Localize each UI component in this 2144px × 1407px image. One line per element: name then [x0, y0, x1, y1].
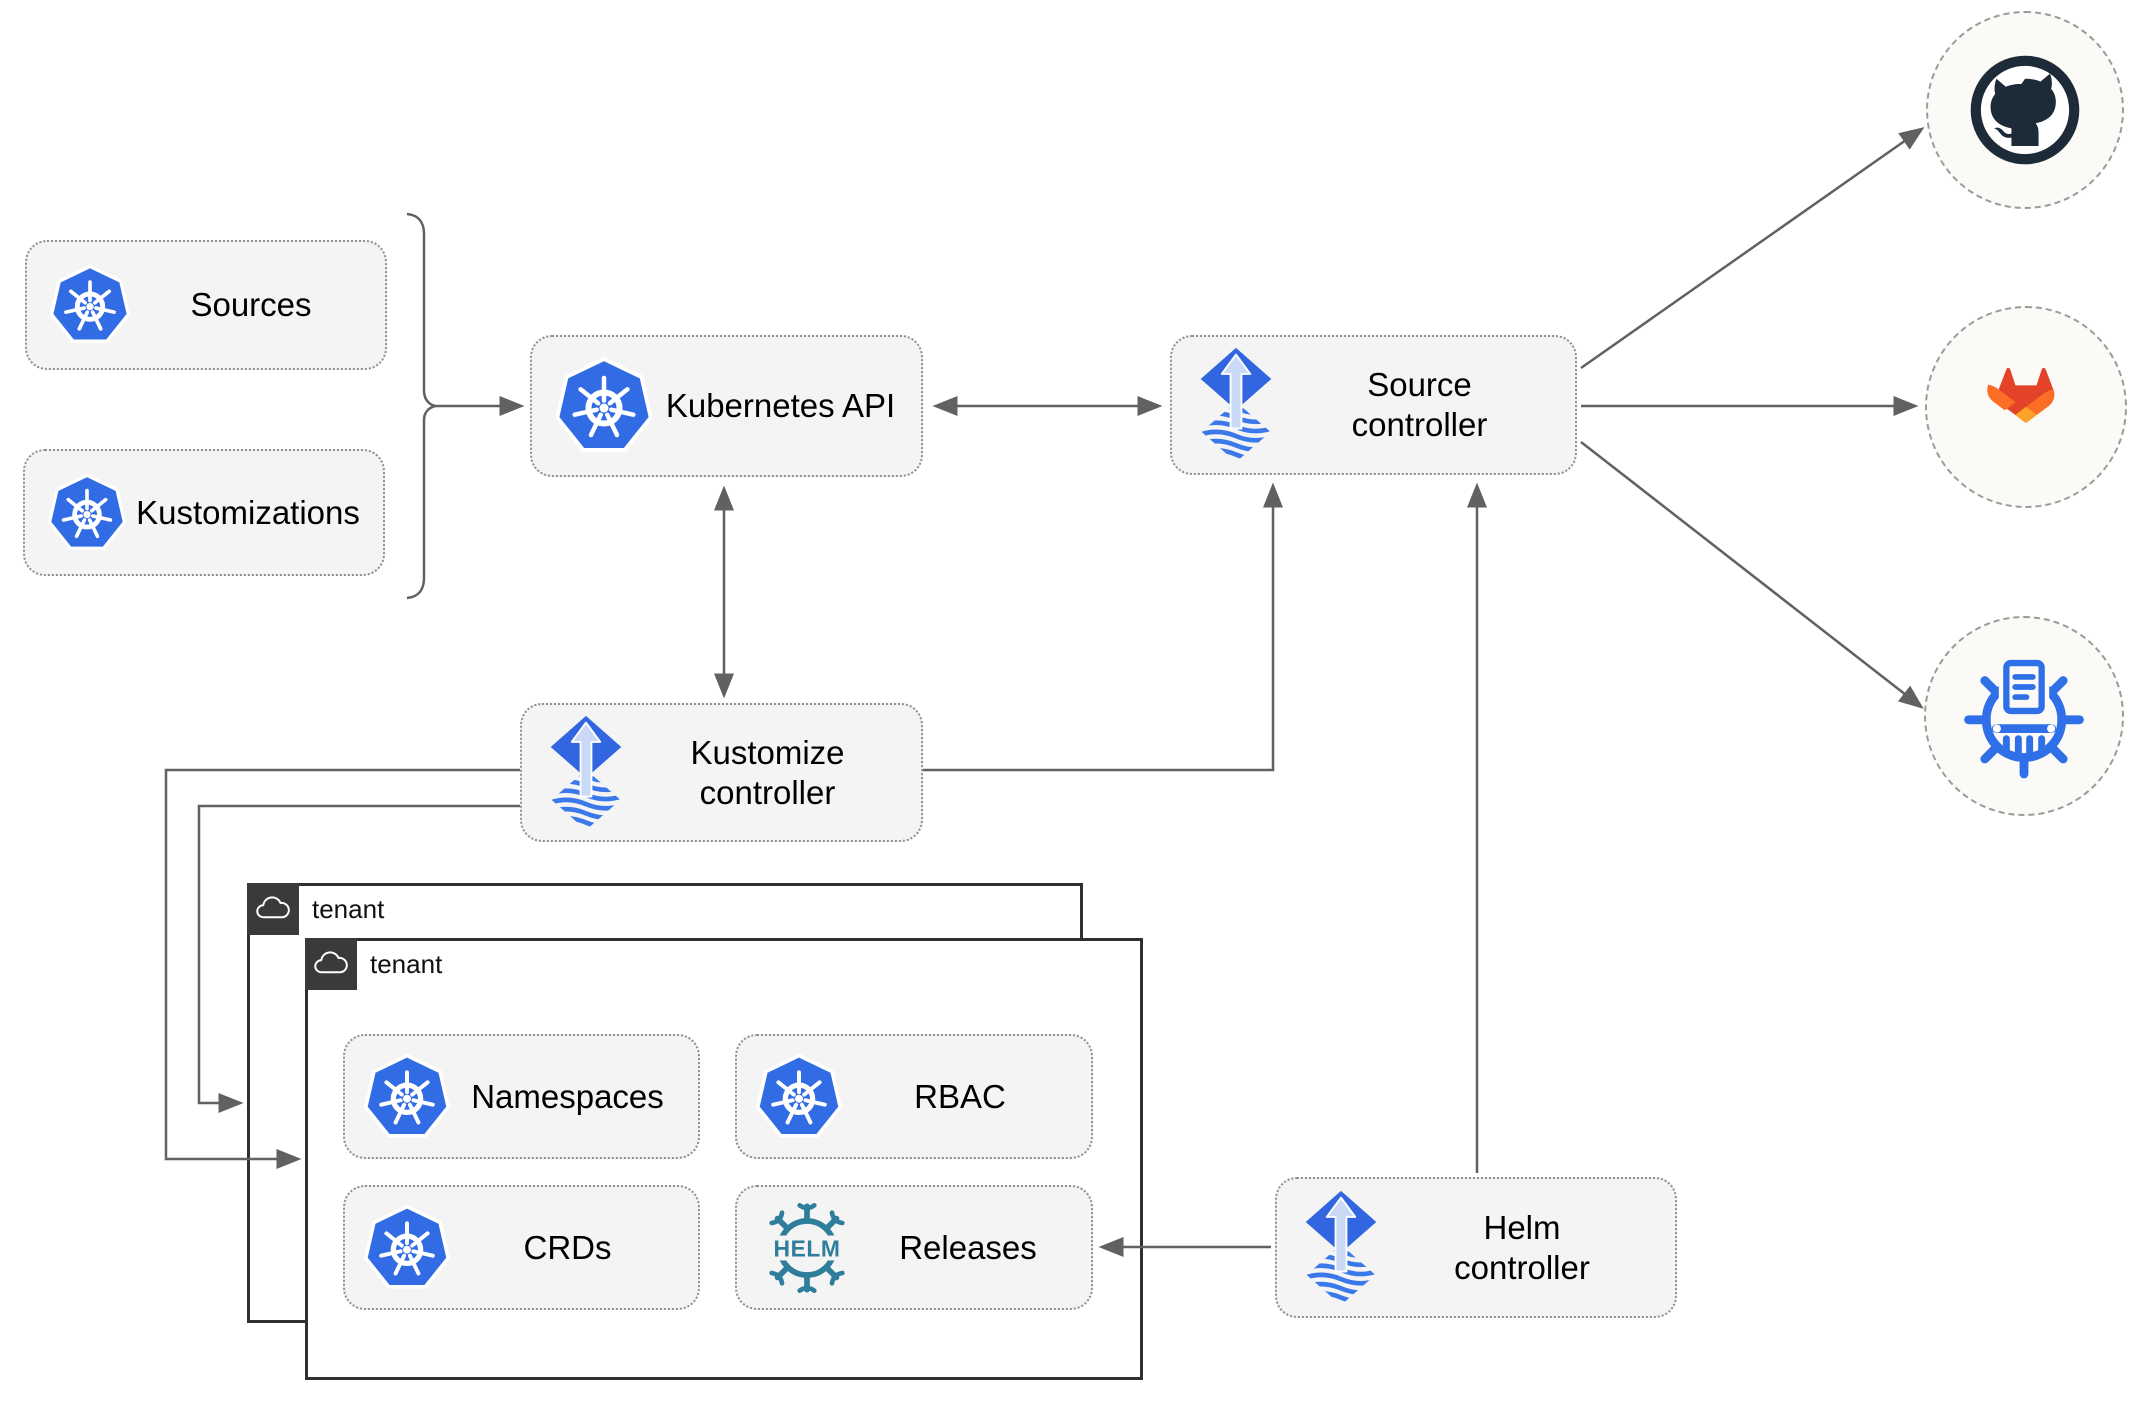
- edge-source-to-chart-repository: [1580, 441, 1924, 709]
- tenant-inner-label: tenant: [370, 948, 443, 979]
- remote-github: [1926, 11, 2124, 209]
- tenant-box-inner: tenant: [305, 938, 1143, 1380]
- kubernetes-icon: [49, 264, 131, 346]
- label-line: controller: [699, 773, 836, 811]
- remote-gitlab: [1925, 306, 2127, 508]
- remote-chart-repository: [1924, 616, 2124, 816]
- helm-icon: HELM: [755, 1196, 859, 1300]
- label-line: controller: [1454, 1248, 1590, 1286]
- tenant-outer-label: tenant: [312, 893, 385, 924]
- label-line: controller: [1351, 406, 1488, 443]
- cloud-icon: [247, 883, 299, 935]
- node-kustomizations-label: Kustomizations: [136, 493, 360, 531]
- node-sources-label: Sources: [190, 286, 312, 324]
- flux-icon: [1299, 1189, 1383, 1307]
- node-crds: CRDs: [343, 1185, 700, 1310]
- kubernetes-icon: [47, 473, 127, 553]
- flux-icon: [544, 714, 628, 832]
- label-line: Source: [1367, 366, 1472, 404]
- flux-icon: [1194, 346, 1278, 464]
- node-kubernetes-api: Kubernetes API: [530, 335, 923, 477]
- node-releases: HELM Releases: [735, 1185, 1093, 1310]
- edge-source-to-github: [1580, 127, 1925, 370]
- bracket-sources: [406, 212, 440, 600]
- node-namespaces: Namespaces: [343, 1034, 700, 1159]
- label-line: Kustomize: [690, 733, 845, 771]
- gitlab-icon: [1987, 367, 2055, 423]
- node-kustomizations: Kustomizations: [23, 449, 385, 576]
- node-releases-label: Releases: [899, 1228, 1037, 1266]
- node-crds-label: CRDs: [523, 1228, 612, 1266]
- node-rbac: RBAC: [735, 1034, 1093, 1159]
- node-namespaces-label: Namespaces: [471, 1077, 664, 1115]
- chart-repository-icon: [1964, 656, 2084, 779]
- node-kubernetes-api-label: Kubernetes API: [665, 387, 896, 425]
- cloud-icon: [305, 938, 357, 990]
- github-icon: [1970, 55, 2080, 165]
- helm-logo-text: HELM: [774, 1235, 841, 1261]
- kubernetes-icon: [363, 1053, 451, 1141]
- kubernetes-icon: [755, 1053, 843, 1141]
- label-line: Helm: [1483, 1208, 1561, 1246]
- node-sources: Sources: [25, 240, 387, 370]
- node-rbac-label: RBAC: [914, 1077, 1006, 1115]
- edge-kustomize-to-source: [923, 482, 1283, 772]
- kubernetes-icon: [363, 1204, 451, 1292]
- kubernetes-icon: [554, 356, 654, 456]
